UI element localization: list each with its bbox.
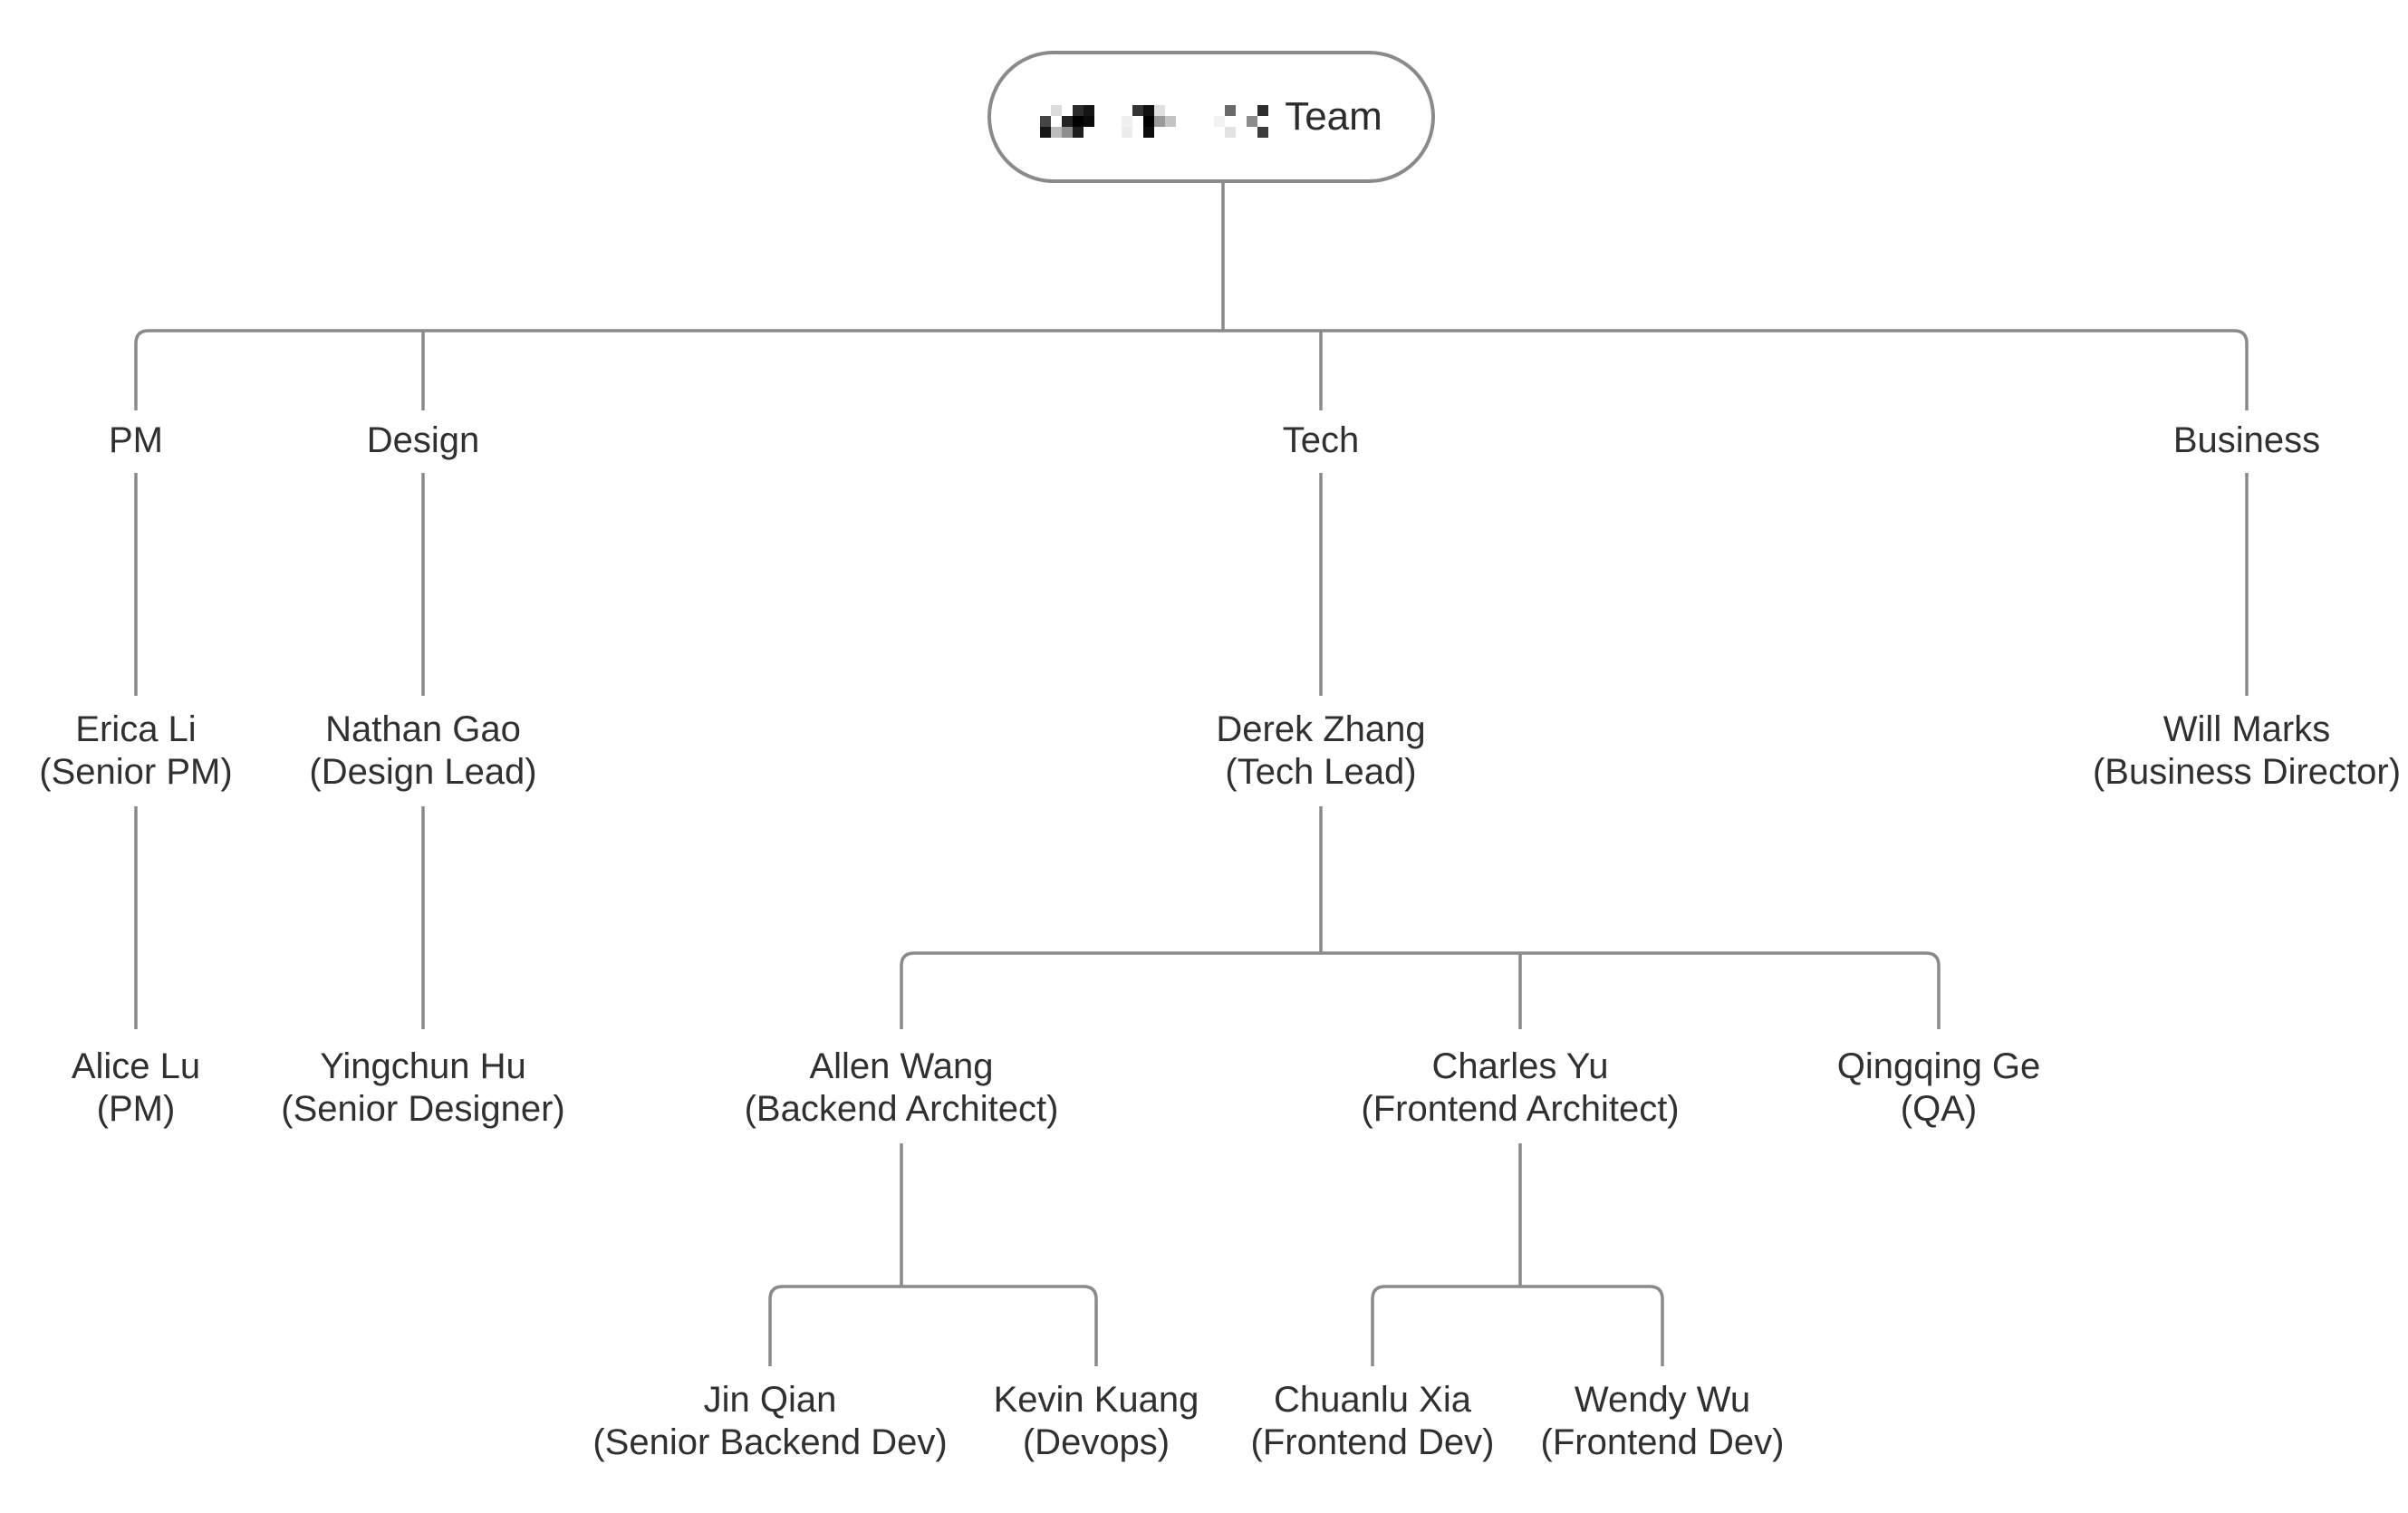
node-jin-qian: Jin Qian (Senior Backend Dev) [592,1379,947,1464]
redaction-pixels-2 [1122,105,1132,116]
node-wendy-wu: Wendy Wu (Frontend Dev) [1541,1379,1785,1464]
branch-label-design: Design [366,420,480,460]
member-name: Nathan Gao [325,709,521,749]
member-name: Kevin Kuang [993,1380,1199,1420]
member-name: Derek Zhang [1216,709,1426,749]
root-label: Team [1285,94,1382,139]
member-name: Chuanlu Xia [1274,1380,1471,1420]
node-kevin-kuang: Kevin Kuang (Devops) [994,1379,1199,1464]
root-node: Team [987,51,1435,183]
member-role: (Backend Architect) [744,1089,1059,1129]
member-name: Will Marks [2162,709,2331,749]
node-erica-li: Erica Li (Senior PM) [39,708,232,794]
member-role: (Frontend Architect) [1361,1089,1680,1129]
branch-label-tech: Tech [1282,420,1360,460]
member-role: (Business Director) [2092,752,2402,792]
member-name: Jin Qian [703,1380,837,1420]
member-name: Charles Yu [1431,1046,1609,1086]
member-role: (QA) [1900,1089,1978,1129]
node-derek-zhang: Derek Zhang (Tech Lead) [1216,708,1425,794]
member-role: (Senior Designer) [281,1089,565,1129]
branch-label-business: Business [2172,420,2321,460]
member-role: (Senior PM) [39,752,233,792]
node-alice-lu: Alice Lu (PM) [72,1046,200,1131]
member-name: Yingchun Hu [320,1046,526,1086]
member-role: (Tech Lead) [1225,752,1417,792]
node-charles-yu: Charles Yu (Frontend Architect) [1361,1046,1679,1131]
node-allen-wang: Allen Wang (Backend Architect) [745,1046,1059,1131]
member-name: Wendy Wu [1574,1380,1751,1420]
member-name: Alice Lu [71,1046,201,1086]
node-qingqing-ge: Qingqing Ge (QA) [1837,1046,2041,1131]
node-yingchun-hu: Yingchun Hu (Senior Designer) [281,1046,564,1131]
member-role: (Devops) [1022,1422,1170,1462]
member-role: (Senior Backend Dev) [592,1422,948,1462]
member-role: (PM) [96,1089,176,1129]
node-will-marks: Will Marks (Business Director) [2093,708,2401,794]
member-role: (Frontend Dev) [1540,1422,1785,1462]
member-name: Erica Li [75,709,197,749]
member-role: (Frontend Dev) [1250,1422,1495,1462]
redaction-pixels-1 [1040,105,1051,116]
node-nathan-gao: Nathan Gao (Design Lead) [309,708,536,794]
redaction-pixels-3 [1214,105,1225,116]
member-name: Qingqing Ge [1836,1046,2041,1086]
member-name: Allen Wang [809,1046,994,1086]
branch-label-pm: PM [109,420,163,460]
member-role: (Design Lead) [309,752,537,792]
node-chuanlu-xia: Chuanlu Xia (Frontend Dev) [1251,1379,1495,1464]
